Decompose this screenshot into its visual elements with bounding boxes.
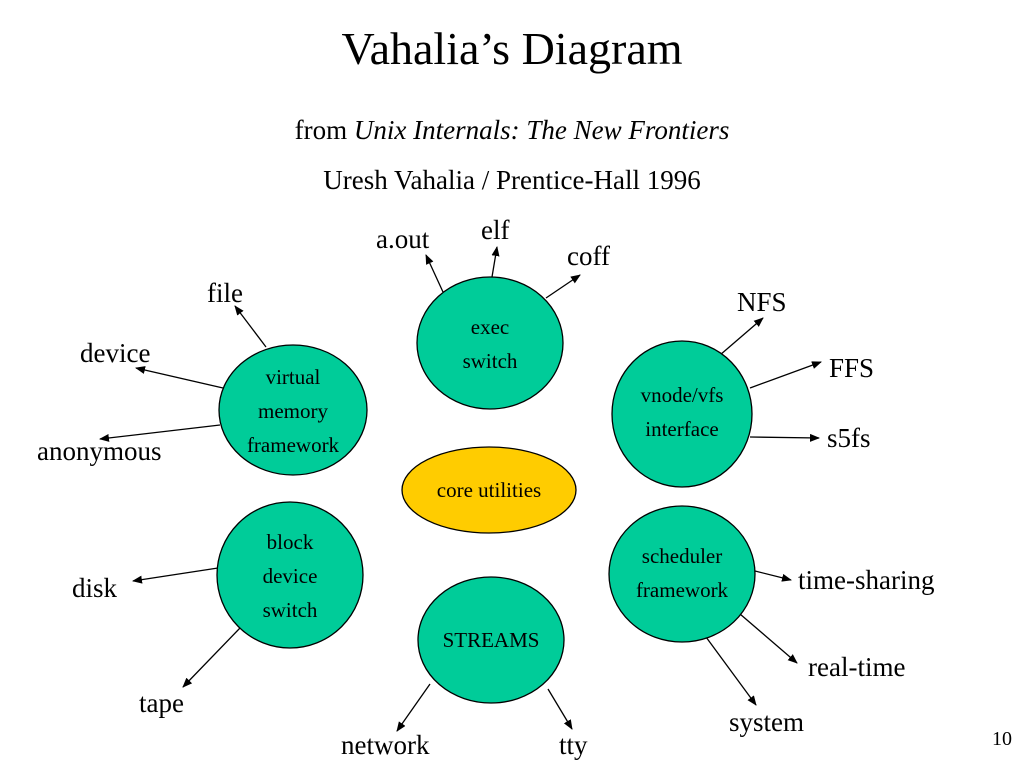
label-tty: tty	[559, 730, 588, 760]
node-label: block	[267, 530, 314, 554]
node-streams: STREAMS	[417, 576, 565, 704]
label-ffs: FFS	[829, 353, 874, 383]
label-time-sharing: time-sharing	[798, 565, 934, 595]
node-label: framework	[636, 578, 729, 602]
arrow-timesharing	[754, 570, 792, 582]
node-label: switch	[463, 349, 518, 373]
label-anonymous: anonymous	[37, 436, 162, 466]
slide-title: Vahalia’s Diagram	[341, 23, 683, 74]
arrow-elf	[491, 246, 500, 278]
node-exec-switch: exec switch	[416, 276, 564, 410]
arrow-device	[135, 366, 224, 389]
node-virtual-memory: virtual memory framework	[218, 344, 368, 476]
node-label: exec	[471, 315, 509, 339]
label-tape: tape	[139, 688, 184, 718]
author-credit: Uresh Vahalia / Prentice-Hall 1996	[323, 165, 701, 195]
arrow-disk	[132, 567, 219, 584]
arrow-realtime	[739, 613, 798, 664]
arrow-system	[705, 636, 757, 706]
label-file: file	[207, 278, 243, 308]
node-block-device: block device switch	[216, 501, 364, 649]
arrow-s5fs	[749, 433, 820, 442]
node-label: memory	[258, 399, 328, 423]
arrow-nfs	[719, 317, 764, 356]
node-core-utilities: core utilities	[401, 446, 577, 534]
arrow-ffs	[749, 361, 822, 389]
label-system: system	[729, 707, 804, 737]
label-network: network	[341, 730, 430, 760]
subtitle-prefix: from	[294, 115, 354, 145]
label-aout: a.out	[376, 224, 430, 254]
node-label: STREAMS	[443, 628, 540, 652]
arrow-tape	[182, 627, 241, 688]
label-coff: coff	[567, 241, 610, 271]
label-s5fs: s5fs	[827, 423, 871, 453]
subtitle: from Unix Internals: The New Frontiers	[0, 115, 1024, 146]
arrow-anonymous	[99, 424, 221, 442]
label-device: device	[80, 338, 150, 368]
label-elf: elf	[481, 215, 509, 245]
book-title: Unix Internals: The New Frontiers	[353, 115, 730, 145]
node-scheduler: scheduler framework	[608, 505, 756, 643]
arrow-tty	[547, 688, 573, 730]
node-label: scheduler	[642, 544, 722, 568]
label-nfs: NFS	[737, 287, 787, 317]
node-label: core utilities	[437, 478, 541, 502]
arrow-file	[234, 305, 267, 348]
node-label: vnode/vfs	[641, 383, 724, 407]
node-label: switch	[263, 598, 318, 622]
label-disk: disk	[72, 573, 118, 603]
node-label: device	[263, 564, 318, 588]
node-label: virtual	[266, 365, 321, 389]
arrow-coff	[545, 274, 581, 299]
page-number: 10	[992, 728, 1012, 750]
arrow-network	[396, 683, 431, 732]
arrow-aout	[425, 254, 444, 293]
node-label: framework	[247, 433, 340, 457]
node-vnode-vfs: vnode/vfs interface	[611, 340, 753, 488]
node-label: interface	[645, 417, 718, 441]
label-real-time: real-time	[808, 652, 905, 682]
